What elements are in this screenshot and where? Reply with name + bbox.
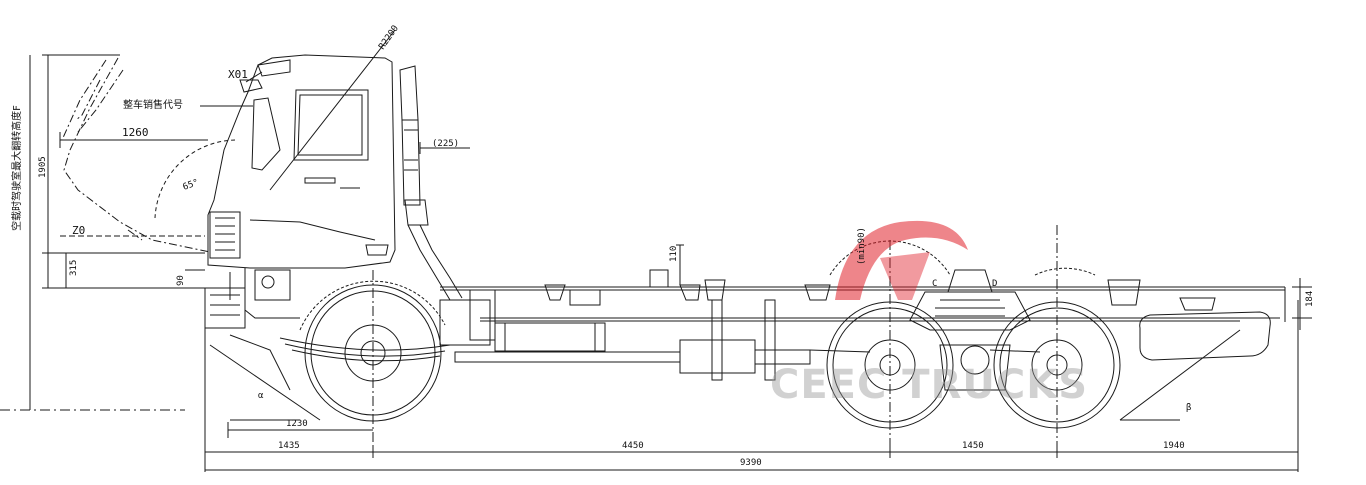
label-axle-offset: 1230 [286, 419, 308, 429]
air-tank [1139, 311, 1271, 361]
label-tank-height: 110 [669, 246, 679, 262]
tilt-arc [154, 139, 236, 219]
dimension-labels: 1435 4450 1450 1940 9390 1230 1260 (225)… [10, 24, 1315, 468]
drive-shaft [454, 299, 1041, 381]
ground-lines [204, 300, 1299, 472]
label-sales-code: 整车销售代号 [123, 98, 183, 111]
logo-swoosh [835, 220, 968, 300]
label-tilt-height: 1905 [38, 156, 48, 178]
label-rear-overhang: 1940 [1163, 441, 1185, 451]
frame-brackets [544, 269, 1216, 311]
label-bumper-offset: 90 [176, 275, 186, 286]
label-frame-height: 184 [1305, 291, 1315, 307]
fuel-tank [494, 322, 606, 352]
rear-bogie-suspension [909, 269, 1031, 391]
bottom-dimension-lines [205, 422, 1298, 471]
label-overall-length: 9390 [740, 458, 762, 468]
label-ref-x: X01 [228, 68, 248, 81]
height-dimension-lines [0, 54, 208, 411]
label-cab-tilt-reach: 1260 [122, 126, 149, 139]
tilt-radius-line [269, 29, 396, 191]
label-cab-clearance: (225) [432, 139, 459, 149]
label-tilt-angle: 65° [182, 178, 201, 193]
label-departure-angle: β [1186, 403, 1191, 413]
label-tilt-height-note: 空载时驾驶室最大翻转高度F [10, 105, 23, 231]
tilted-cab-outline [61, 57, 211, 253]
exhaust-stack [399, 65, 463, 301]
label-tilt-radius: R2200 [377, 24, 401, 52]
cab [207, 54, 396, 319]
label-mark-c: C [932, 279, 937, 289]
watermark-text: CEEC TRUCKS [770, 362, 1088, 408]
label-front-overhang: 1435 [278, 441, 300, 451]
label-bumper-height: 315 [69, 260, 79, 276]
label-wheelbase-2: 1450 [962, 441, 984, 451]
front-bumper [204, 287, 291, 391]
axle-center-lines [372, 225, 1058, 455]
label-mark-d: D [992, 279, 997, 289]
front-leaf-spring [279, 289, 496, 362]
label-ref-z: Z0 [72, 224, 85, 237]
label-wheelbase-1: 4450 [622, 441, 644, 451]
watermark-logo: CEEC TRUCKS [770, 220, 1088, 408]
label-approach-angle: α [258, 391, 264, 401]
reference-dims [185, 71, 684, 285]
label-axle-travel: (min90) [857, 227, 867, 265]
logo-t [880, 252, 930, 300]
